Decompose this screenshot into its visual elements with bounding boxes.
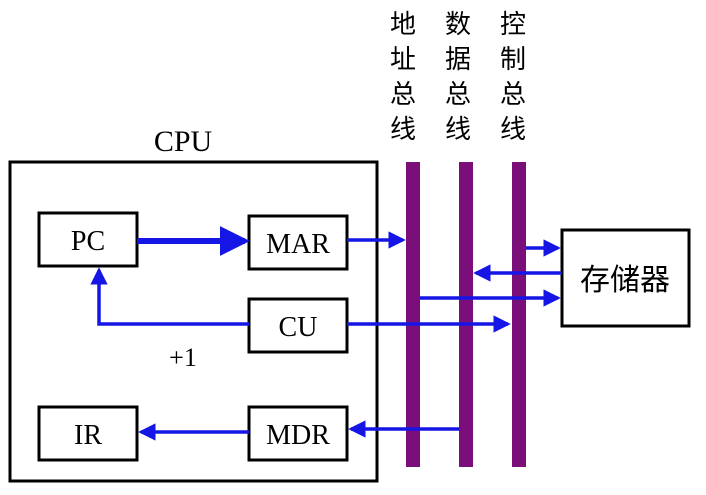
bus-label-char: 总 [390,80,416,110]
bus-label-char: 线 [390,115,416,145]
cu-label: CU [279,312,318,343]
cpu-frame [8,160,379,483]
pc-box [37,211,139,268]
control-bus-label: 控 制 总 线 [500,10,526,145]
address-bus-label: 地 址 总 线 [390,10,416,145]
bus-label-char: 制 [500,45,526,75]
bus-label-char: 总 [445,80,471,110]
memory-label: 存储器 [580,263,670,298]
control-bus [512,162,526,467]
pc-label: PC [71,226,105,257]
data-bus-label: 数 据 总 线 [445,10,471,145]
bus-label-char: 地 [390,10,416,40]
memory-box [560,228,691,328]
increment-label: +1 [169,343,197,372]
bus-label-char: 据 [445,45,471,75]
bus-label-char: 总 [500,80,526,110]
bus-label-char: 线 [445,115,471,145]
bus-label-char: 址 [390,45,416,75]
mar-box [247,214,349,271]
mdr-label: MDR [266,420,330,451]
address-bus [406,162,420,467]
ir-box [37,405,139,462]
mar-label: MAR [266,229,330,260]
bus-label-char: 线 [500,115,526,145]
cpu-label: CPU [154,125,213,158]
bus-label-char: 数 [445,10,471,40]
data-bus [459,162,473,467]
ir-label: IR [74,420,102,451]
cu-to-pc-arrow [90,267,249,326]
bus-label-char: 控 [500,10,526,40]
